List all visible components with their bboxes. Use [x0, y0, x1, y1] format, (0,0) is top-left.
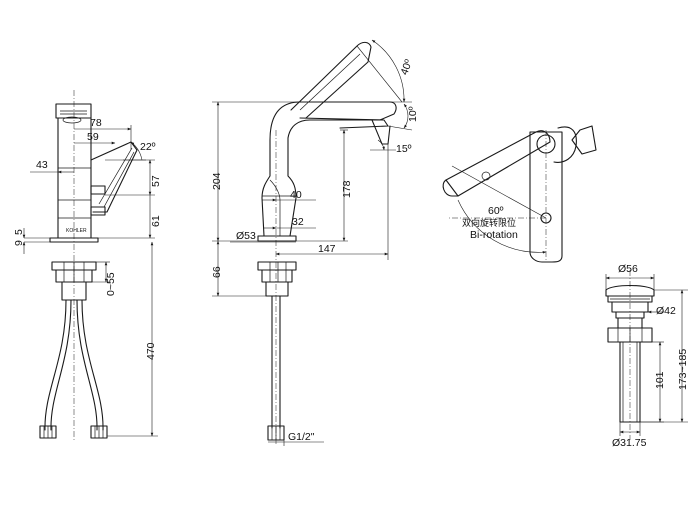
dim-57: 57	[150, 175, 162, 187]
dim-d31-75: Ø31.75	[612, 437, 647, 449]
dim-61: 61	[150, 215, 162, 227]
dim-15-deg: 15º	[396, 143, 412, 155]
dim-g12: G1/2"	[288, 431, 315, 443]
dim-5: 5	[13, 229, 25, 235]
dim-178: 178	[341, 180, 353, 198]
dim-101: 101	[654, 371, 666, 389]
drain-view: Ø56 Ø42 101 173~185 Ø31.75	[605, 263, 689, 449]
dim-204: 204	[211, 172, 223, 190]
label-bi-rotation-cn: 双向旋转限位	[462, 217, 516, 229]
dim-10-deg: 10º	[407, 106, 419, 122]
dim-22-deg: 22º	[140, 141, 156, 153]
dim-60-deg: 60º	[488, 205, 504, 217]
dim-d42: Ø42	[656, 305, 676, 317]
top-view: 60º 双向旋转限位 Bi-rotation	[442, 125, 597, 263]
dim-470: 470	[145, 342, 157, 360]
dim-59: 59	[87, 131, 99, 143]
dim-173-185: 173~185	[677, 349, 689, 390]
dim-40-deg: 40º	[398, 58, 415, 77]
side-view: 40º 10º 15º 204 178 40 32 Ø53 147	[211, 39, 419, 446]
dim-40: 40	[290, 189, 302, 201]
dim-43: 43	[36, 159, 48, 171]
dim-9: 9	[13, 240, 25, 246]
dim-147: 147	[318, 243, 336, 255]
dim-66: 66	[211, 266, 223, 278]
dim-0-55: 0~55	[105, 272, 117, 296]
dim-32: 32	[292, 216, 304, 228]
svg-text:KOHLER: KOHLER	[66, 228, 87, 234]
front-view: KOHLER 78 59	[13, 90, 162, 440]
dim-78: 78	[90, 117, 102, 129]
dim-d53: Ø53	[236, 230, 256, 242]
dim-d56: Ø56	[618, 263, 638, 275]
label-bi-rotation-en: Bi-rotation	[470, 229, 518, 241]
